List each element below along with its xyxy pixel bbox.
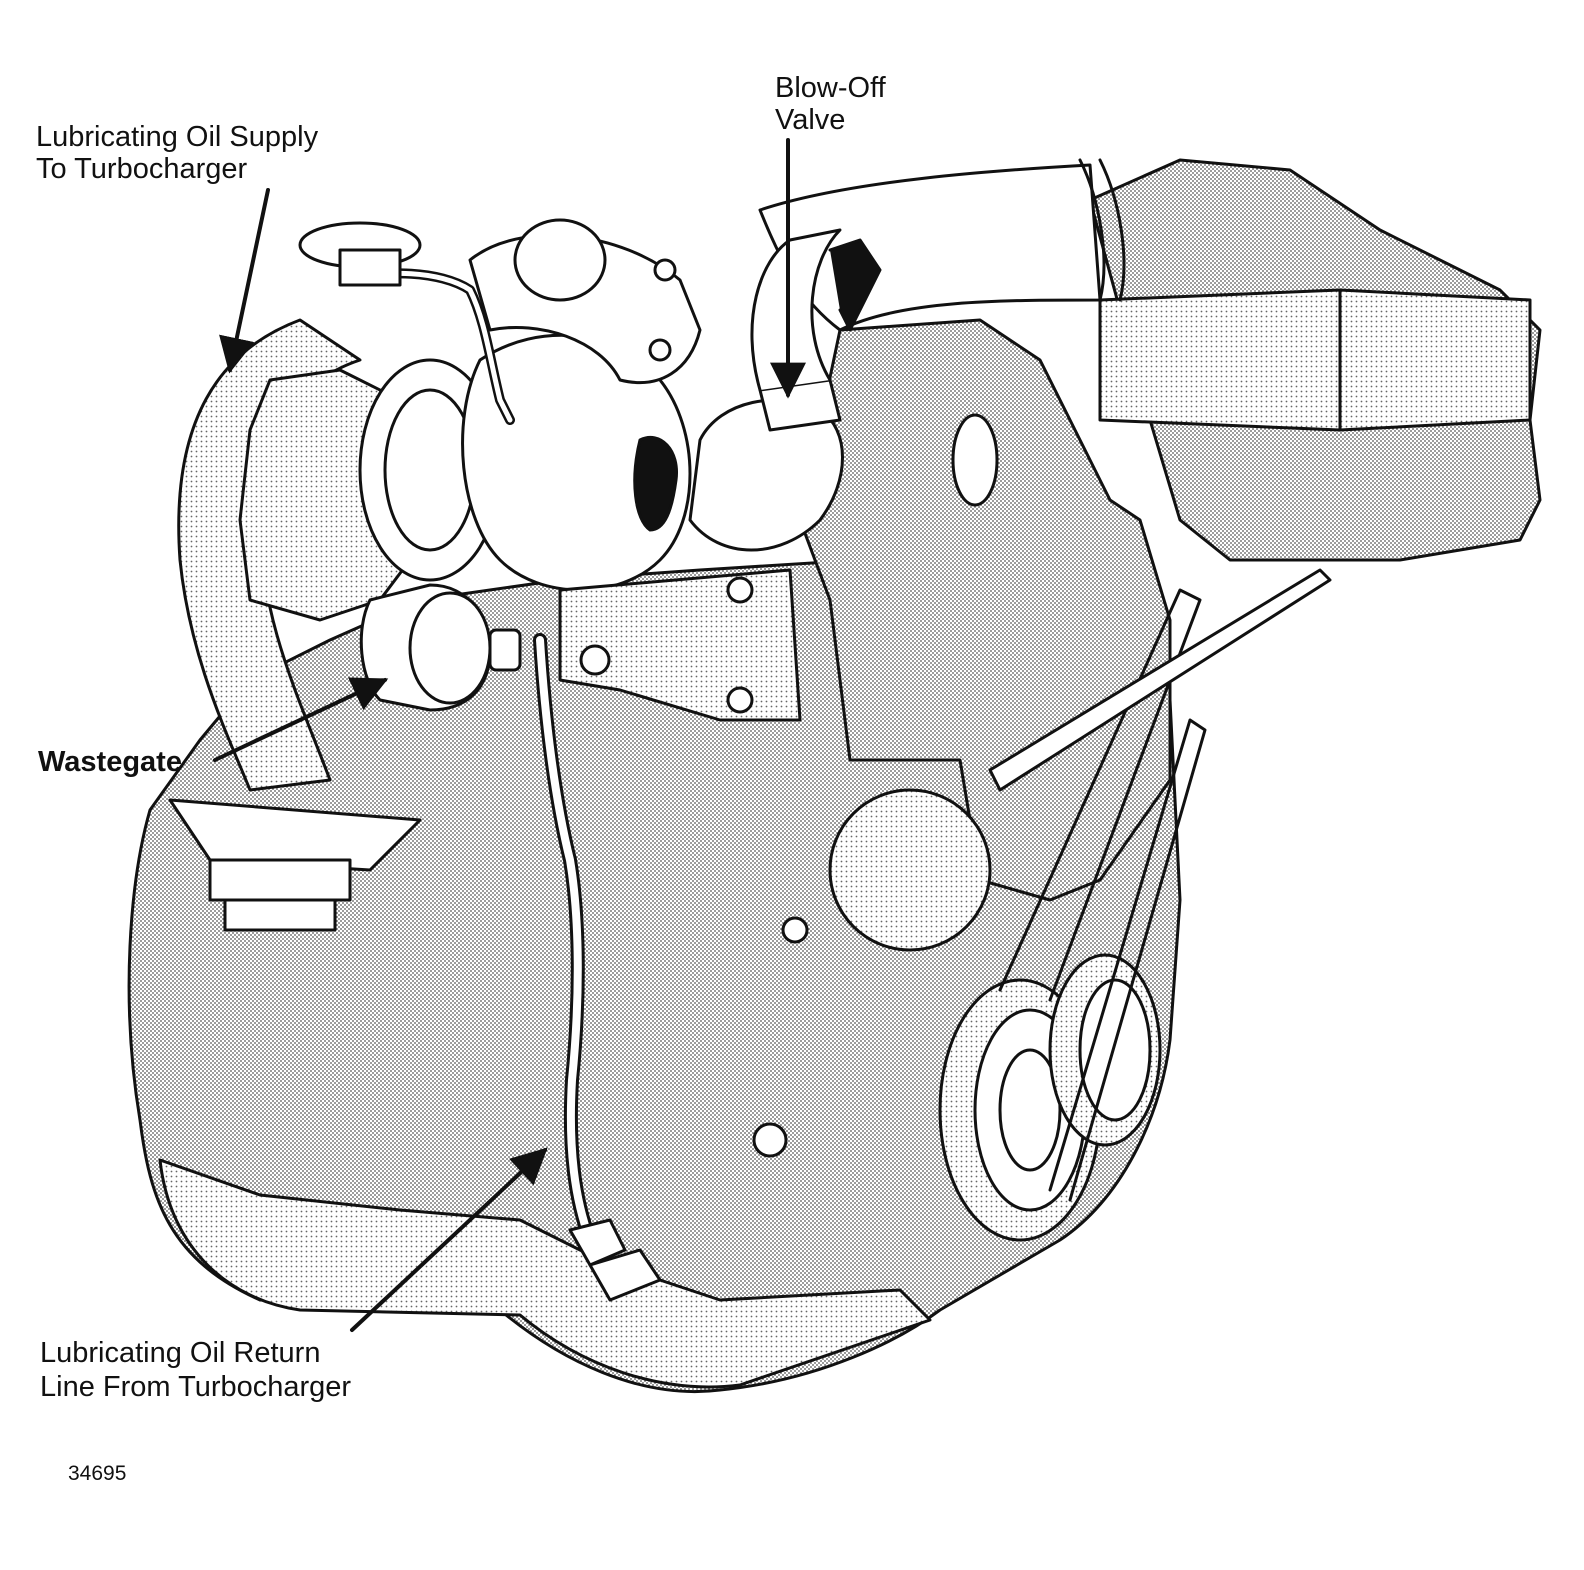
tension-rod <box>988 568 1332 792</box>
front-cover-plug <box>828 788 992 952</box>
mounting-flange <box>168 798 422 872</box>
blowoff-valve-body <box>688 398 844 552</box>
air-cleaner-box <box>1098 288 1532 432</box>
figure-number: 34695 <box>68 1462 127 1485</box>
wastegate-label: Wastegate <box>38 746 182 778</box>
wastegate-arrow <box>213 677 389 762</box>
oil-supply-arrow <box>219 188 270 374</box>
oil-return-label-line1: Lubricating Oil Return <box>40 1337 321 1369</box>
exhaust-manifold <box>558 568 802 722</box>
oil-return-label-line2: Line From Turbocharger <box>40 1371 352 1403</box>
drive-belt <box>998 588 1202 1002</box>
timing-cover <box>798 318 1172 902</box>
blowoff-label-line1: Blow-Off <box>775 72 886 104</box>
exhaust-opening <box>633 436 678 532</box>
oil-supply-label-line2: To Turbocharger <box>36 153 248 185</box>
blowoff-label-line2: Valve <box>775 104 846 136</box>
oil-return-arrow <box>350 1147 548 1332</box>
oil-supply-label-line1: Lubricating Oil Supply <box>36 121 319 153</box>
engine-block <box>127 558 1182 1393</box>
engine-mount-hole <box>951 413 999 507</box>
oil-return-fitting <box>568 1218 627 1267</box>
oil-pan <box>158 1158 932 1389</box>
blowoff-hose <box>750 228 842 392</box>
